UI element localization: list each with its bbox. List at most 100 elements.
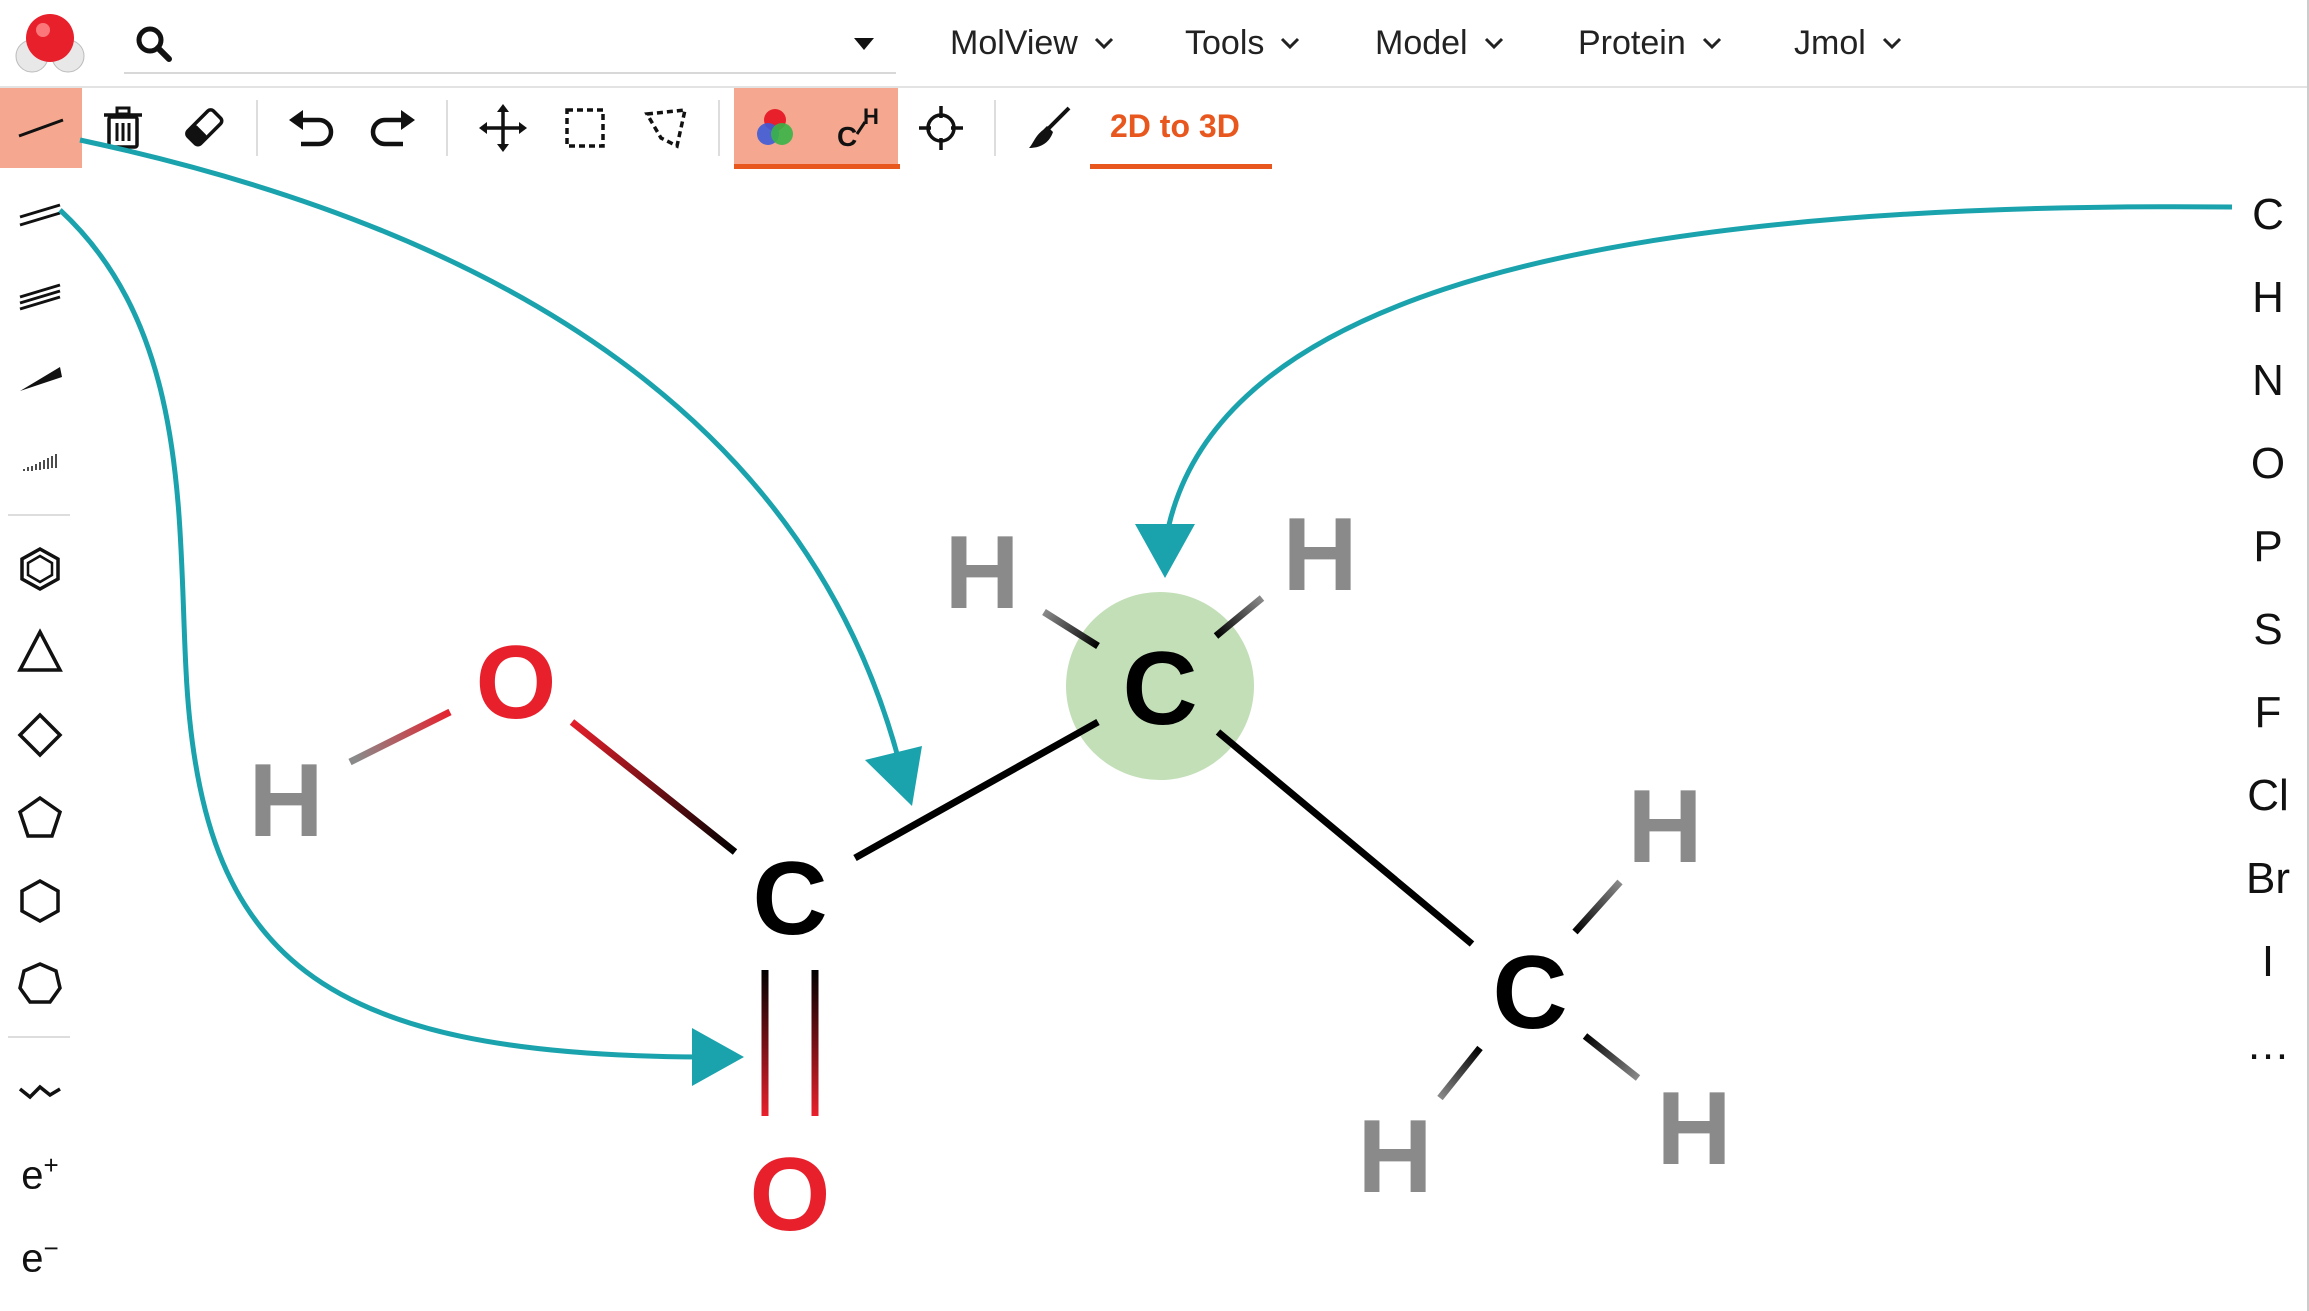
triple-bond-icon	[19, 283, 61, 311]
cycloheptane-icon	[18, 962, 62, 1004]
single-bond-icon	[18, 118, 64, 138]
element-cl[interactable]: Cl	[2247, 771, 2289, 820]
element-s[interactable]: S	[2253, 605, 2283, 654]
bond-c-h-lower-right[interactable]	[1582, 1033, 1641, 1081]
top-bar: MolView Tools Model Protein Jmol	[0, 0, 2309, 88]
element-o[interactable]: O	[2250, 439, 2286, 488]
element-f[interactable]: F	[2254, 688, 2282, 737]
undo-button[interactable]	[270, 88, 352, 168]
atom-c-central[interactable]: C	[1122, 631, 1197, 747]
double-bond-button[interactable]	[0, 180, 80, 250]
cyclobutane-icon	[17, 712, 63, 758]
benzene-button[interactable]	[0, 534, 80, 604]
cyclohexane-button[interactable]	[0, 866, 80, 936]
svg-text:C: C	[837, 121, 857, 152]
chain-button[interactable]	[0, 1056, 80, 1126]
element-p[interactable]: P	[2253, 522, 2283, 571]
menu-tools-label: Tools	[1185, 23, 1265, 62]
chevron-down-icon	[1281, 37, 1300, 50]
atom-h-hydroxyl[interactable]: H	[248, 743, 323, 859]
menu-molview[interactable]: MolView	[950, 18, 1116, 68]
element-more[interactable]: …	[2246, 1020, 2290, 1069]
bond-h-c-left[interactable]	[1042, 609, 1100, 649]
menu-model[interactable]: Model	[1375, 18, 1506, 68]
element-n[interactable]: N	[2252, 356, 2284, 405]
cycloheptane-button[interactable]	[0, 949, 80, 1019]
menu-protein[interactable]: Protein	[1578, 18, 1724, 68]
element-h[interactable]: H	[2252, 273, 2284, 322]
toolbar-divider	[446, 100, 448, 156]
triple-bond-button[interactable]	[0, 262, 80, 332]
menu-molview-label: MolView	[950, 23, 1078, 62]
arrowheads	[692, 524, 1195, 1086]
cyclopentane-button[interactable]	[0, 783, 80, 853]
skeletal-hydrogen-icon: C H	[837, 104, 879, 152]
charge-minus-label: e−	[21, 1233, 58, 1281]
bonds	[348, 595, 1641, 1116]
rectangle-select-icon	[565, 108, 605, 148]
bond-c-c2[interactable]	[1215, 729, 1475, 947]
lasso-select-button[interactable]	[626, 88, 708, 168]
bond-h-o[interactable]	[348, 708, 452, 766]
molview-logo[interactable]	[10, 8, 90, 78]
atom-h-top-right[interactable]: H	[1282, 497, 1357, 613]
search-input[interactable]	[190, 14, 834, 72]
cyclopentane-icon	[17, 795, 63, 838]
charge-minus-button[interactable]: e−	[0, 1222, 80, 1292]
charge-minus-sup: −	[43, 1232, 59, 1263]
toolbar-divider	[994, 100, 996, 156]
hash-bond-button[interactable]	[0, 426, 80, 496]
charge-plus-button[interactable]: e+	[0, 1139, 80, 1209]
charge-plus-base: e	[21, 1153, 44, 1198]
search-icon[interactable]	[134, 24, 174, 64]
2d-to-3d-button[interactable]: 2D to 3D	[1110, 108, 1240, 144]
move-button[interactable]	[462, 88, 544, 168]
redo-icon	[370, 110, 415, 147]
eraser-icon	[185, 108, 224, 147]
left-tool-sidebar: e+ e−	[0, 172, 82, 1311]
color-mode-button[interactable]	[734, 88, 816, 168]
arrowhead-icon	[1135, 524, 1195, 578]
bond-o-c[interactable]	[569, 719, 738, 855]
atom-o-carbonyl[interactable]: O	[750, 1137, 831, 1253]
menu-jmol[interactable]: Jmol	[1794, 18, 1904, 68]
erase-button[interactable]	[164, 88, 246, 168]
wedge-bond-button[interactable]	[0, 344, 80, 414]
arrow-double-bond-to-carbonyl	[58, 208, 701, 1060]
element-c[interactable]: C	[2252, 190, 2284, 239]
redo-button[interactable]	[352, 88, 434, 168]
atom-c-methyl[interactable]: C	[1492, 935, 1567, 1051]
single-bond-button[interactable]	[0, 88, 82, 168]
center-button[interactable]	[900, 88, 982, 168]
atom-h-methyl-top[interactable]: H	[1627, 769, 1702, 885]
rectangle-select-button[interactable]	[544, 88, 626, 168]
bond-c-h-lower-left[interactable]	[1437, 1045, 1483, 1101]
annotation-arrows	[58, 137, 2233, 1060]
clean-button[interactable]	[1008, 88, 1090, 168]
cyclopropane-icon	[17, 628, 63, 672]
atom-h-methyl-bottom-right[interactable]: H	[1656, 1071, 1731, 1187]
atom-o-hydroxyl[interactable]: O	[476, 625, 557, 741]
clear-button[interactable]	[82, 88, 164, 168]
benzene-icon	[20, 546, 60, 592]
arrow-element-to-atom	[1162, 204, 2233, 546]
cyclobutane-button[interactable]	[0, 700, 80, 770]
menu-tools[interactable]: Tools	[1185, 18, 1302, 68]
atom-h-top-left[interactable]: H	[944, 515, 1019, 631]
double-bond-icon	[19, 203, 61, 227]
bond-c-h-upper[interactable]	[1572, 879, 1623, 935]
skeletal-display-button[interactable]: C H	[816, 88, 898, 168]
element-br[interactable]: Br	[2246, 854, 2290, 903]
bond-c-h-right[interactable]	[1213, 595, 1265, 639]
chain-icon	[18, 1084, 61, 1100]
charge-plus-sup: +	[43, 1149, 59, 1180]
bond-c-c1[interactable]	[853, 718, 1100, 862]
cyclopropane-button[interactable]	[0, 617, 80, 687]
atom-h-methyl-bottom-left[interactable]: H	[1357, 1099, 1432, 1215]
search-dropdown-caret-icon[interactable]	[850, 34, 878, 54]
atom-c-carboxyl[interactable]: C	[752, 841, 827, 957]
hash-bond-icon	[23, 454, 57, 471]
2d-to-3d-underline	[1090, 164, 1272, 169]
element-i[interactable]: I	[2261, 937, 2275, 986]
